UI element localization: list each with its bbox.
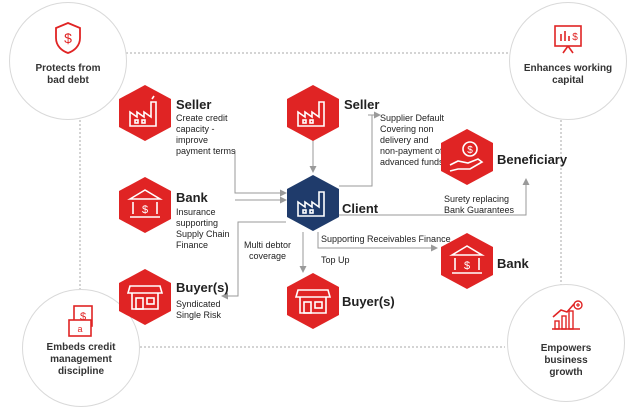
- svg-text:$: $: [80, 311, 86, 323]
- node-title: Buyer(s): [176, 280, 229, 295]
- svg-text:$: $: [64, 30, 72, 46]
- node-desc: Syndicated Single Risk: [176, 299, 222, 320]
- node-seller-left: [118, 84, 172, 147]
- node-title: Seller: [344, 97, 380, 112]
- svg-text:a: a: [77, 324, 82, 334]
- document-dollar-icon: $ a: [23, 304, 139, 338]
- node-bank-left: $: [118, 176, 172, 239]
- node-title: Beneficiary: [497, 152, 568, 167]
- svg-text:$: $: [142, 204, 148, 216]
- corner-label: Enhances working capital: [523, 63, 613, 86]
- svg-text:$: $: [572, 32, 578, 43]
- corner-empowers-growth: Empowers business growth: [507, 284, 625, 402]
- edge-client-seller-note: [339, 111, 381, 187]
- factory-icon: [287, 85, 339, 141]
- store-icon: [119, 269, 171, 325]
- edge-client-buyers-left: [221, 221, 286, 300]
- node-beneficiary: $: [440, 128, 494, 191]
- edge-seller-left-client: [234, 150, 287, 197]
- corner-label: Embeds credit management discipline: [46, 342, 116, 377]
- dotted-frame: [79, 52, 562, 348]
- node-desc: Create credit capacity - improve payment…: [176, 113, 236, 156]
- edge-label-top-up: Top Up: [321, 255, 350, 265]
- node-title: Bank: [497, 256, 529, 271]
- node-title: Client: [342, 201, 379, 216]
- corner-protects-bad-debt: $ Protects from bad debt: [9, 2, 127, 120]
- node-title: Buyer(s): [342, 294, 395, 309]
- corner-enhances-working-capital: $ Enhances working capital: [509, 2, 627, 120]
- growth-chart-icon: [508, 299, 624, 333]
- node-desc: Supplier Default Covering non delivery a…: [380, 113, 445, 167]
- edge-client-bank-right: [317, 232, 438, 252]
- node-title: Bank: [176, 190, 208, 205]
- node-desc: Surety replacing Bank Guarantees: [444, 194, 515, 215]
- bank-icon: $: [119, 177, 171, 233]
- node-desc: Insurance supporting Supply Chain Financ…: [176, 207, 230, 250]
- chart-dollar-board-icon: $: [510, 21, 626, 55]
- shield-dollar-icon: $: [10, 21, 126, 55]
- edge-label-multi-debtor: Multi debtor coverage: [244, 240, 292, 261]
- factory-icon: [119, 85, 171, 141]
- svg-text:$: $: [467, 145, 473, 156]
- corner-label: Empowers business growth: [540, 343, 592, 378]
- node-seller-top: [286, 84, 340, 147]
- node-buyers-bottom: [286, 272, 340, 335]
- factory-icon: [287, 175, 339, 231]
- edge-client-beneficiary: [339, 178, 530, 216]
- hand-money-icon: $: [441, 129, 493, 185]
- node-buyers-left: [118, 268, 172, 331]
- edge-label-receivables: Supporting Receivables Finance: [321, 234, 451, 244]
- node-bank-right: $: [440, 232, 494, 295]
- corner-label: Protects from bad debt: [35, 63, 101, 86]
- svg-text:$: $: [464, 260, 470, 272]
- store-icon: [287, 273, 339, 329]
- node-client: [286, 174, 340, 237]
- bank-icon: $: [441, 233, 493, 289]
- node-title: Seller: [176, 97, 212, 112]
